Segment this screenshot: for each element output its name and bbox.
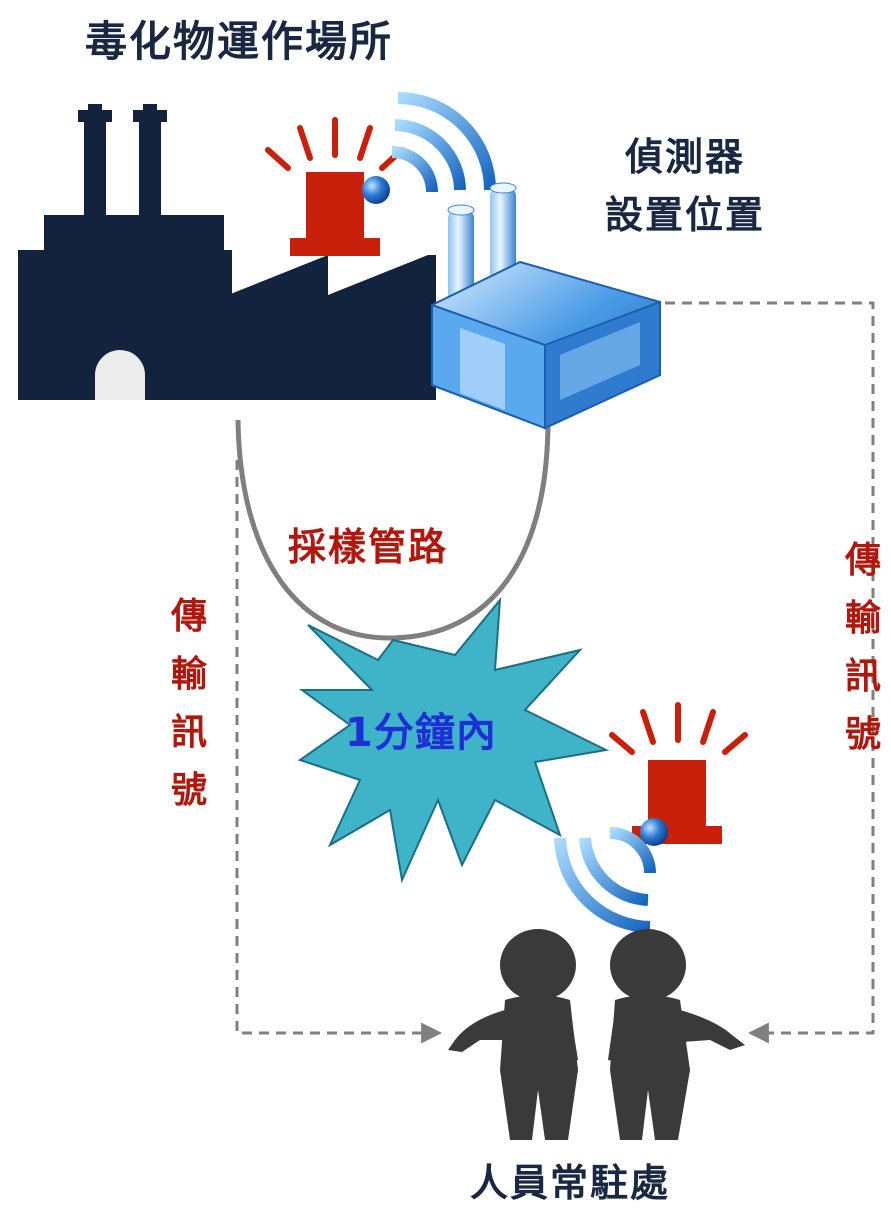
left-signal-char: 訊 <box>170 712 207 753</box>
person-icon <box>608 929 745 1140</box>
alarm-light-icon <box>265 117 405 256</box>
right-signal-char: 訊 <box>844 656 881 697</box>
right-signal-char: 傳 <box>844 540 881 581</box>
wireless-signal-icon <box>362 92 496 204</box>
right-signal-char: 輸 <box>844 598 881 639</box>
sampling-pipe <box>235 419 551 641</box>
wireless-signal-icon <box>554 818 668 933</box>
person-icon <box>448 929 578 1140</box>
right-signal-label: 傳 輸 訊 號 <box>840 532 886 764</box>
left-signal-char: 輸 <box>170 654 207 695</box>
detector-label-line-1: 偵測器 <box>625 135 746 179</box>
factory-icon <box>18 104 436 400</box>
right-signal-line <box>665 301 875 1044</box>
left-signal-char: 傳 <box>170 596 207 637</box>
detector-building-icon <box>431 182 661 430</box>
burst-shape <box>297 596 610 884</box>
sampling-pipe-label: 採樣管路 <box>288 525 449 569</box>
left-signal-char: 號 <box>170 770 207 811</box>
left-signal-label: 傳 輸 訊 號 <box>166 588 212 820</box>
page-title: 毒化物運作場所 <box>85 17 394 66</box>
response-time-label: 1分鐘內 <box>345 710 497 756</box>
detector-label-line-2: 設置位置 <box>605 193 766 237</box>
right-signal-char: 號 <box>844 714 881 755</box>
detector-location-label: 偵測器 設置位置 <box>605 128 765 244</box>
personnel-station-label: 人員常駐處 <box>470 1161 671 1205</box>
alarm-light-icon <box>609 702 748 844</box>
left-signal-line <box>235 460 443 1044</box>
